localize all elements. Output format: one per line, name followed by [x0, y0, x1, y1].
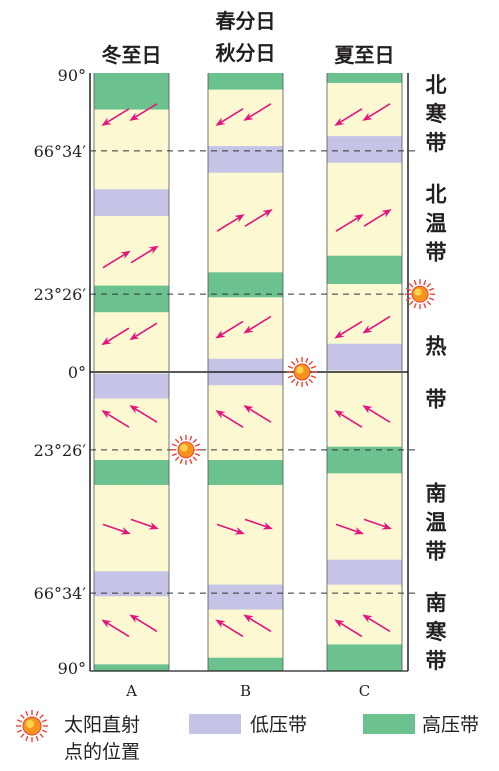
- wind-arrow: [244, 209, 273, 227]
- climate-zone-label: 带: [426, 130, 447, 155]
- wind-arrow: [334, 619, 363, 638]
- latitude-label: 0°: [68, 363, 86, 382]
- low-pressure-band: [327, 559, 402, 585]
- low-pressure-band: [94, 373, 169, 399]
- wind-arrow: [362, 103, 391, 121]
- wind-arrow: [243, 103, 272, 121]
- latitude-label: 66°34′: [34, 584, 87, 603]
- wind-arrow: [101, 327, 130, 346]
- wind-arrow: [243, 405, 272, 423]
- high-pressure-band: [208, 460, 283, 485]
- wind-arrow: [334, 320, 363, 339]
- high-pressure-band: [94, 664, 169, 671]
- sun-icon: [16, 710, 48, 742]
- climate-zone-label: 带: [426, 539, 447, 564]
- wind-arrow: [362, 315, 391, 334]
- low-pressure-band: [94, 189, 169, 216]
- legend-sun-label: 点的位置: [64, 741, 140, 763]
- high-pressure-band: [208, 73, 283, 90]
- climate-zone-label: 带: [426, 387, 447, 412]
- climate-zone-label: 北: [426, 72, 447, 97]
- column-label-c: C: [359, 682, 370, 700]
- legend-low-label: 低压带: [250, 714, 307, 736]
- high-pressure-band: [327, 446, 402, 474]
- climate-zone-label: 寒: [426, 101, 447, 126]
- latitude-label: 23°26′: [34, 285, 87, 304]
- low-pressure-band: [327, 136, 402, 163]
- wind-arrow: [216, 523, 245, 535]
- high-pressure-band: [208, 657, 283, 671]
- low-pressure-band: [94, 571, 169, 597]
- wind-arrow: [102, 250, 131, 269]
- climate-zone-label: 寒: [426, 619, 447, 644]
- wind-arrow: [101, 108, 130, 126]
- wind-arrow: [335, 214, 364, 232]
- wind-arrow: [129, 614, 158, 633]
- wind-arrow: [215, 410, 244, 428]
- high-pressure-band: [94, 73, 169, 110]
- wind-arrow: [129, 322, 158, 341]
- latitude-label: 23°26′: [34, 441, 87, 460]
- column-header-c: 夏至日: [335, 43, 395, 67]
- wind-arrow: [129, 405, 158, 423]
- wind-arrow: [335, 523, 364, 535]
- wind-arrow: [362, 614, 391, 633]
- wind-arrow: [130, 518, 159, 530]
- high-pressure-band: [327, 255, 402, 284]
- latitude-label: 66°34′: [34, 142, 87, 161]
- wind-arrow: [102, 523, 131, 535]
- wind-arrow: [363, 518, 392, 530]
- low-pressure-band: [208, 146, 283, 173]
- legend-high-label: 高压带: [422, 714, 479, 736]
- wind-arrow: [215, 619, 244, 638]
- wind-arrow: [216, 214, 245, 232]
- wind-arrow: [244, 518, 273, 530]
- wind-arrow: [362, 405, 391, 423]
- wind-arrow: [101, 619, 130, 638]
- column-header-b: 秋分日: [216, 41, 276, 65]
- wind-arrow: [363, 209, 392, 227]
- legend-sun-label: 太阳直射: [64, 714, 140, 736]
- wind-arrow: [334, 410, 363, 428]
- latitude-label: 90°: [58, 659, 86, 678]
- high-pressure-band: [208, 272, 283, 298]
- latitude-label: 90°: [58, 66, 86, 85]
- wind-arrow: [334, 108, 363, 126]
- high-pressure-band: [327, 644, 402, 671]
- climate-zone-label: 温: [426, 510, 447, 535]
- high-pressure-band: [94, 460, 169, 485]
- wind-arrow: [215, 320, 244, 339]
- low-pressure-band: [208, 584, 283, 610]
- legend-high-swatch: [363, 714, 415, 734]
- high-pressure-band: [327, 73, 402, 83]
- wind-arrow: [215, 108, 244, 126]
- sun-icon: [171, 434, 201, 465]
- low-pressure-band: [327, 343, 402, 371]
- sun-icon: [405, 279, 435, 310]
- climate-zone-label: 南: [426, 481, 447, 506]
- climate-zone-label: 北: [426, 182, 447, 207]
- climate-zone-label: 南: [426, 590, 447, 615]
- high-pressure-band: [94, 285, 169, 313]
- wind-arrow: [101, 410, 130, 428]
- wind-arrow: [243, 614, 272, 633]
- sun-icon: [287, 357, 317, 387]
- column-header-a: 冬至日: [102, 43, 162, 67]
- climate-zone-label: 温: [426, 211, 447, 236]
- climate-zone-label: 热: [426, 333, 447, 358]
- column-label-a: A: [125, 682, 137, 700]
- climate-zone-label: 带: [426, 240, 447, 265]
- legend-low-swatch: [189, 714, 241, 734]
- wind-arrow: [129, 103, 158, 121]
- wind-arrow: [243, 315, 272, 334]
- column-label-b: B: [240, 682, 251, 700]
- column-header-b: 春分日: [215, 9, 276, 33]
- wind-arrow: [130, 245, 159, 264]
- climate-zone-label: 带: [426, 648, 447, 673]
